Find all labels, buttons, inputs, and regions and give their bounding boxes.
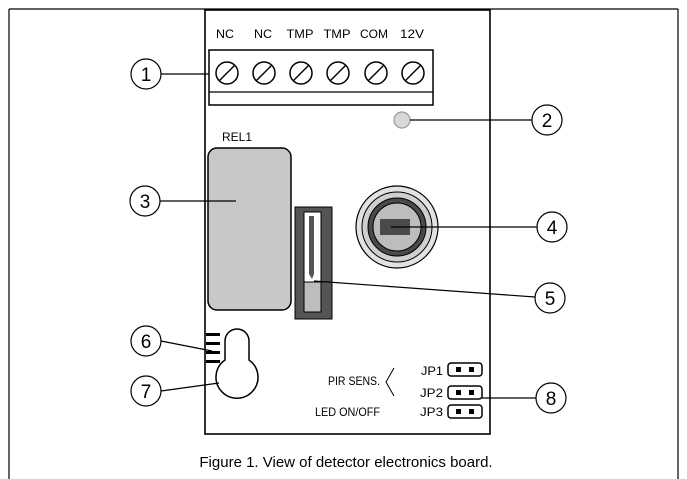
- callout-1: 1: [130, 58, 162, 90]
- buzzer-component: [355, 185, 439, 269]
- jumper-jp2-pad: [447, 385, 483, 400]
- jumper-jp1-label: JP1: [421, 364, 443, 378]
- callout-7-number: 7: [141, 382, 152, 403]
- callout-1-number: 1: [141, 65, 152, 86]
- terminal-screw-3: [289, 61, 313, 85]
- terminal-labels: NC NC TMP TMP COM 12V: [216, 27, 424, 41]
- callout-2: 2: [531, 104, 563, 136]
- callout-3-number: 3: [140, 192, 151, 213]
- callout-8-number: 8: [546, 389, 557, 410]
- callout-5-number: 5: [545, 289, 556, 310]
- terminal-label-tmp-1: TMP: [287, 27, 314, 41]
- terminal-block: [208, 49, 434, 106]
- terminal-screw-5: [364, 61, 388, 85]
- relay-label: REL1: [222, 130, 252, 144]
- tamper-switch: [294, 206, 333, 320]
- pir-bracket: [385, 367, 395, 397]
- jumper-jp2-label: JP2: [420, 386, 443, 400]
- callout-6: 6: [130, 325, 162, 357]
- terminal-label-nc-1: NC: [216, 27, 234, 41]
- led-indicator: [393, 111, 411, 129]
- terminal-screw-4: [326, 61, 350, 85]
- leader-5: [313, 280, 536, 298]
- terminal-block-body: [208, 49, 434, 106]
- callout-6-number: 6: [141, 332, 152, 353]
- callout-5: 5: [534, 282, 566, 314]
- terminal-screw-6: [401, 61, 425, 85]
- terminal-label-tmp-2: TMP: [324, 27, 351, 41]
- leader-lines: [160, 73, 537, 399]
- callout-4: 4: [536, 211, 568, 243]
- relay-rel1: [207, 147, 292, 311]
- tamper-switch-base: [303, 281, 322, 313]
- terminal-label-com: COM: [360, 27, 388, 41]
- tamper-switch-lever: [309, 216, 314, 279]
- terminal-screw-1: [215, 61, 239, 85]
- pir-sensitivity-label: PIR SENS.: [328, 374, 380, 388]
- callout-7: 7: [130, 375, 162, 407]
- jumper-jp1-pad: [447, 362, 483, 377]
- leader-6: [160, 340, 213, 352]
- breakaway-tabs: [206, 333, 220, 363]
- jumper-jp3-pad: [447, 404, 483, 419]
- led-on-off-label: LED ON/OFF: [315, 405, 380, 419]
- terminal-label-12v: 12V: [400, 27, 424, 41]
- terminal-label-nc-2: NC: [254, 27, 272, 41]
- callout-3: 3: [129, 185, 161, 217]
- callout-2-number: 2: [542, 111, 553, 132]
- leader-7: [160, 382, 220, 392]
- terminal-screw-2: [252, 61, 276, 85]
- figure-caption: Figure 1. View of detector electronics b…: [199, 454, 492, 471]
- jumper-jp3-label: JP3: [420, 405, 443, 419]
- callout-4-number: 4: [547, 218, 558, 239]
- callout-8: 8: [535, 382, 567, 414]
